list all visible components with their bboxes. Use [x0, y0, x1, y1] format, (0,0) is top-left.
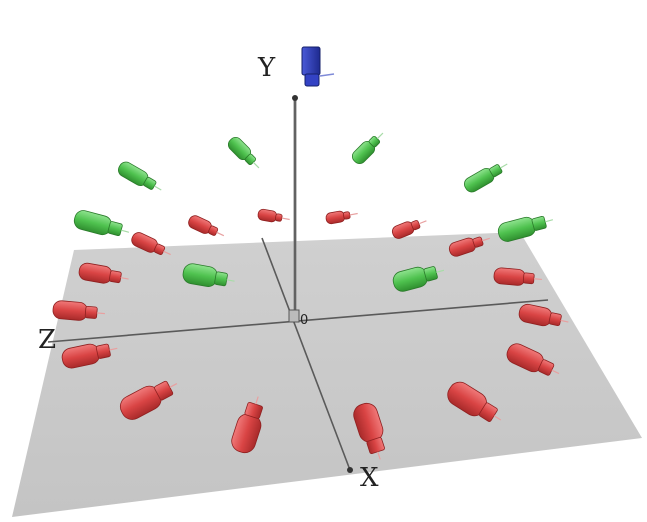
red-camera	[493, 267, 542, 286]
red-camera	[325, 210, 358, 225]
green-camera	[497, 215, 554, 242]
green-camera	[118, 161, 162, 191]
red-camera	[119, 380, 178, 420]
red-camera	[78, 262, 129, 284]
x-axis-line	[261, 237, 351, 471]
red-camera	[506, 343, 560, 376]
red-camera	[518, 303, 569, 327]
green-camera	[351, 132, 384, 165]
red-camera	[61, 343, 118, 369]
red-camera	[391, 220, 427, 239]
red-camera	[353, 402, 385, 460]
x-axis-tip	[347, 467, 353, 473]
red-camera	[188, 215, 225, 237]
z-axis-label: Z	[38, 325, 56, 355]
red-camera	[131, 232, 171, 256]
red-camera	[52, 300, 105, 321]
red-camera	[448, 236, 490, 257]
blue-camera	[301, 46, 335, 87]
origin-label: 0	[300, 313, 308, 328]
origin-marker	[288, 309, 300, 323]
red-camera	[257, 208, 290, 223]
green-camera	[182, 263, 235, 287]
green-camera	[73, 210, 130, 237]
ground-plane	[12, 232, 642, 517]
green-camera	[464, 163, 508, 193]
y-axis-tip	[292, 95, 298, 101]
y-axis-label: Y	[257, 53, 276, 83]
green-camera	[392, 266, 445, 292]
red-camera	[231, 396, 263, 454]
x-axis-label: X	[360, 463, 379, 493]
red-camera	[447, 381, 502, 422]
camera-group	[52, 132, 569, 460]
green-camera	[227, 136, 260, 169]
